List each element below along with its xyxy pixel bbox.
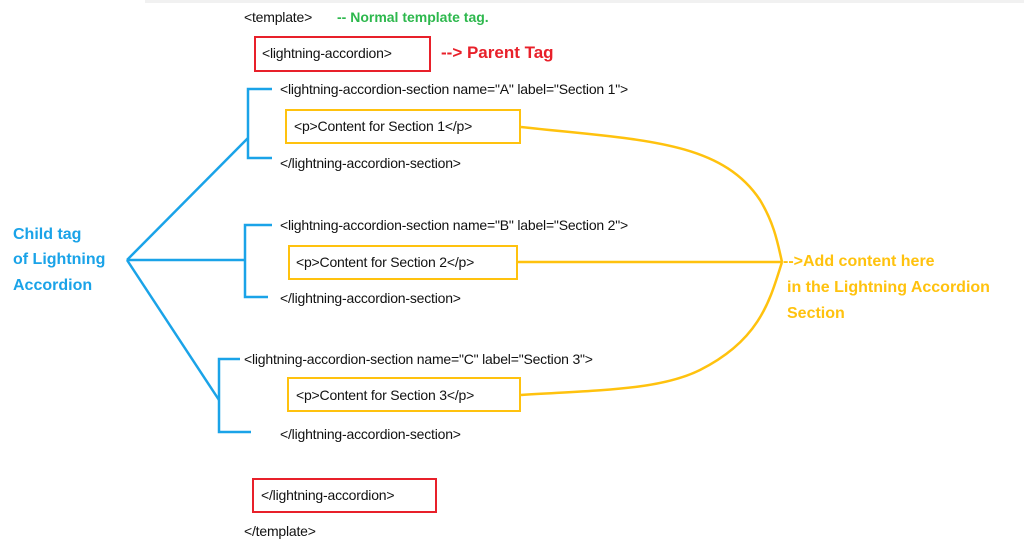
content-note-line-3: Section [787, 305, 845, 322]
accordion-close-tag: </lightning-accordion> [261, 487, 395, 503]
content-note-line-2: in the Lightning Accordion [787, 279, 990, 296]
section-c-open: <lightning-accordion-section name="C" la… [244, 351, 593, 367]
content-curve-3 [520, 261, 784, 397]
section-c-content: <p>Content for Section 3</p> [296, 387, 475, 403]
accordion-open-box [254, 36, 431, 72]
bracket-section-a [246, 87, 272, 160]
child-line-c [125, 259, 221, 401]
accordion-open-tag: <lightning-accordion> [262, 45, 392, 61]
template-close-tag: </template> [244, 523, 316, 539]
child-note-line-1: Child tag [13, 226, 82, 243]
parent-note: --> Parent Tag [441, 43, 554, 62]
child-line-a [126, 137, 249, 261]
top-border [145, 0, 1024, 3]
section-a-close: </lightning-accordion-section> [280, 155, 461, 171]
section-b-close: </lightning-accordion-section> [280, 290, 461, 306]
content-box-2 [288, 245, 518, 280]
template-open-tag: <template> [244, 9, 313, 25]
accordion-close-box [252, 478, 437, 513]
template-note: -- Normal template tag. [337, 9, 489, 25]
content-box-3 [287, 377, 521, 412]
section-a-open: <lightning-accordion-section name="A" la… [280, 81, 629, 97]
section-a-content: <p>Content for Section 1</p> [294, 118, 473, 134]
child-note-line-2: of Lightning [13, 251, 106, 268]
bracket-section-b [243, 223, 272, 299]
bracket-section-c [217, 357, 251, 434]
section-c-close: </lightning-accordion-section> [280, 426, 461, 442]
section-b-content: <p>Content for Section 2</p> [296, 254, 475, 270]
section-b-open: <lightning-accordion-section name="B" la… [280, 217, 629, 233]
child-note-line-3: Accordion [13, 277, 93, 294]
content-curve-1 [520, 125, 784, 263]
content-note-line-1: -->Add content here [783, 253, 935, 270]
content-box-1 [285, 109, 521, 144]
